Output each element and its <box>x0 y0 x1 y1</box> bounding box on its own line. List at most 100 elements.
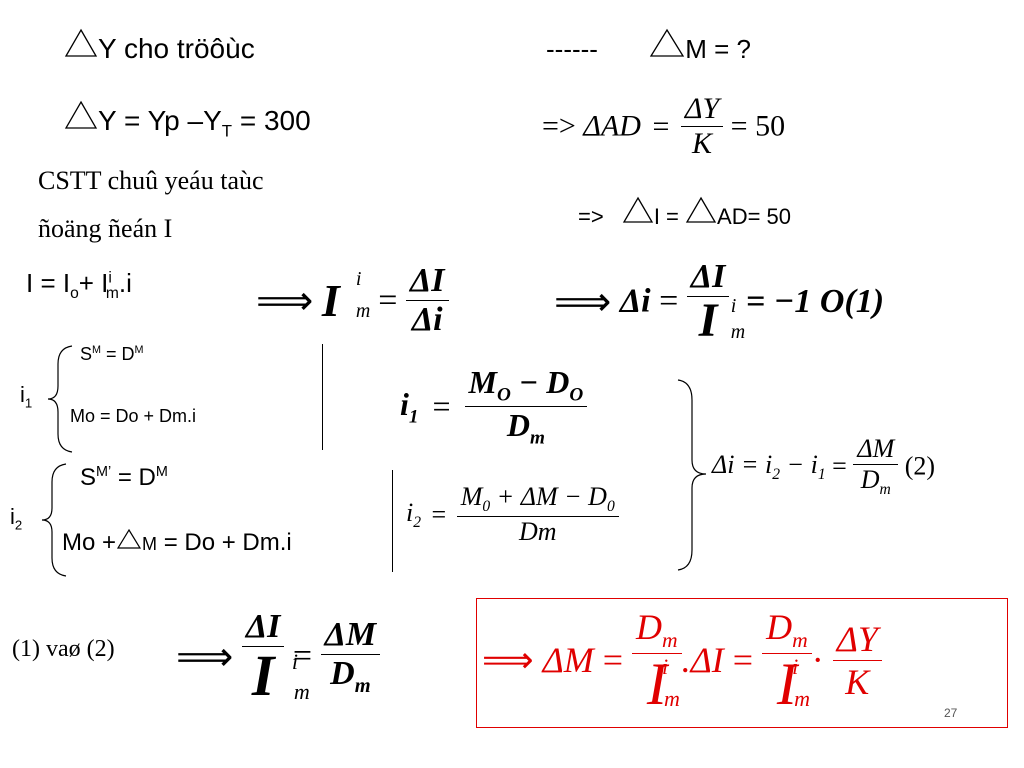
di2-den-sup: i <box>730 295 737 317</box>
im-lhs-sup: i <box>355 268 362 290</box>
i1-formula-eq: = <box>432 388 451 425</box>
di2-eq: = <box>659 282 679 320</box>
final-fraction-3: ΔY K <box>832 618 882 703</box>
delta-triangle-icon <box>116 528 142 549</box>
delta-y-text: Y = Yp –Y <box>98 105 222 136</box>
im-eq: = <box>378 281 398 319</box>
im-arrow: ⟹ <box>256 278 314 323</box>
i1-left-brace <box>47 345 73 453</box>
combine-rnum: ΔM <box>320 616 381 655</box>
ad-eq: = <box>652 109 670 143</box>
i2-label: i2 <box>10 504 23 533</box>
im-num: ΔI <box>405 262 449 301</box>
i2-formula-eq: = <box>431 499 447 529</box>
delta-m-equation: Δi = i2 − i1 = ΔM Dm (2) <box>712 434 935 499</box>
i1-mo-equation: Mo = Do + Dm.i <box>70 406 197 426</box>
di2-num: ΔI <box>686 258 730 297</box>
i2-formula-lhs: i2 <box>406 497 422 531</box>
ad-num: ΔY <box>680 92 724 127</box>
page-number: 27 <box>944 706 958 720</box>
delta-triangle-icon <box>64 100 98 129</box>
final-formula-box <box>476 598 1008 728</box>
dashes: ------ <box>546 34 598 64</box>
eq-i-tail: .i <box>118 268 132 298</box>
dm-eq-lhs: Δi = i2 − i1 <box>712 449 826 483</box>
combine-label: (1) vaø (2) <box>12 636 115 662</box>
delta-m-question: ------ M = ? <box>546 28 751 65</box>
ad-fraction: ΔY K <box>680 92 724 161</box>
eq-i-sub-o: o <box>70 285 79 303</box>
combine-arrow: ⟹ <box>176 634 234 679</box>
eq-i-sup: i <box>108 269 112 287</box>
delta-y-equation: Y = Yp –YT = 300 <box>64 100 311 142</box>
ad-delta-ad: ΔAD <box>583 109 641 143</box>
dm-eq-fraction: ΔM Dm <box>853 434 899 499</box>
di2-result: = −1 O(1) <box>745 282 885 320</box>
final-dm: ΔM <box>542 640 594 681</box>
di-tail: AD= 50 <box>717 204 792 229</box>
im-lhs-sub: m <box>355 300 371 322</box>
ad-arrow: => <box>542 109 584 143</box>
i1-formula-fraction: MO − DO Dm <box>464 364 588 450</box>
dm-eq-eq: = <box>832 451 847 481</box>
di-text: I = <box>653 204 679 229</box>
divider-2 <box>392 470 394 572</box>
delta-m-text: M = ? <box>685 34 751 64</box>
im-fraction: ΔI Δi <box>405 262 449 339</box>
dm-eq-den: Dm <box>860 465 891 499</box>
cstt-line-2: ñoäng ñeán I <box>38 214 173 243</box>
i2-formula-num: M0 + ΔM − D0 <box>456 482 619 518</box>
i1-formula-num: MO − DO <box>464 364 588 408</box>
given-y-line: Y cho tröôùc <box>64 28 255 65</box>
combine-num: ΔI <box>241 608 285 647</box>
i1-formula-den: Dm <box>506 407 545 449</box>
i2-formula: i2 = M0 + ΔM − D0 Dm <box>406 482 619 547</box>
dm-eq-tag: (2) <box>904 451 936 481</box>
di2-arrow: ⟹ <box>554 279 612 324</box>
delta-triangle-icon <box>622 196 653 223</box>
combine-eq: = <box>292 637 313 675</box>
delta-triangle-icon <box>650 28 685 57</box>
combine-rden: Dm <box>330 654 371 697</box>
investment-equation: I = Io+ Iim.i <box>26 268 132 303</box>
i1-label: i1 <box>20 382 33 411</box>
combine-right-fraction: ΔM Dm <box>320 616 381 698</box>
cstt-line-1: CSTT chuû yeáu taùc <box>38 166 264 195</box>
ad-den: K <box>692 127 713 160</box>
delta-y-tail: = 300 <box>232 105 311 136</box>
delta-i-ad-line: => I = AD= 50 <box>578 196 791 230</box>
delta-triangle-icon <box>685 196 717 223</box>
di2-lhs: Δi <box>619 282 651 320</box>
divider-1 <box>322 344 324 450</box>
i2-mo-equation: Mo +M = Do + Dm.i <box>62 528 292 556</box>
di2-den-sub: m <box>730 321 746 343</box>
i2-formula-den: Dm <box>518 517 557 547</box>
delta-y-sub: T <box>221 121 233 141</box>
delta-ad-equation: => ΔAD = ΔY K = 50 <box>542 92 785 161</box>
i1-equilibrium: SM = DM <box>80 344 144 364</box>
i2-left-brace <box>41 463 67 577</box>
i2-formula-fraction: M0 + ΔM − D0 Dm <box>456 482 619 547</box>
i1-formula-lhs: i1 <box>400 385 419 428</box>
eq-i-plus: + I <box>78 268 109 298</box>
di-prefix: => <box>578 204 604 229</box>
eq-i-text: I = I <box>26 268 71 298</box>
i2-equilibrium: SM’ = DM <box>80 464 168 491</box>
ad-result: = 50 <box>730 109 786 143</box>
right-brace <box>677 379 707 571</box>
eq-i-sub-m: m <box>105 285 119 303</box>
dm-eq-num: ΔM <box>853 434 899 465</box>
im-den: Δi <box>411 301 443 338</box>
delta-triangle-icon <box>64 28 98 57</box>
given-y-text: Y cho tröôùc <box>98 33 255 64</box>
